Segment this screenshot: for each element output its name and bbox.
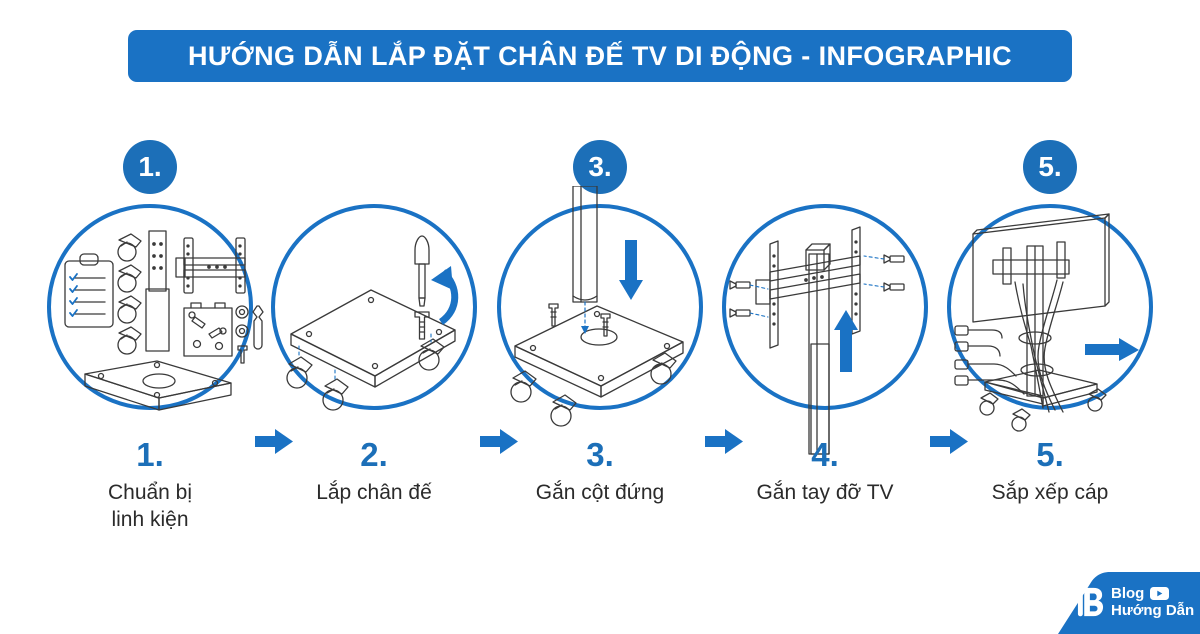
steps-row: 1.: [0, 120, 1200, 460]
youtube-play-icon: [1150, 586, 1170, 600]
connector-arrow-3: [705, 428, 745, 454]
caption-number-3: 3.: [586, 436, 614, 473]
column-insert-illustration: [510, 186, 684, 427]
arrow-right-icon: [480, 429, 518, 454]
b-wrench-logo: [1076, 586, 1104, 617]
caption-number-2: 2.: [360, 436, 388, 473]
caption-text-5: Sắp xếp cáp: [991, 480, 1109, 504]
step-3: 3.: [488, 120, 712, 460]
step-illustration-circle-3: [497, 186, 703, 427]
captions-row: 1. Chuẩn bị linh kiện 2. Lắp chân đế 3. …: [0, 436, 1200, 548]
step-illustration-circle-5: [947, 204, 1153, 432]
curved-arrow-icon: [431, 266, 459, 325]
step-illustration-circle-2: [271, 204, 477, 411]
step-5: 5.: [938, 120, 1162, 460]
arrow-down-icon: [619, 240, 643, 300]
step-1: 1.: [38, 120, 264, 460]
brand-content: Blog Hướng Dẫn: [1072, 584, 1194, 620]
brand-text: Blog Hướng Dẫn: [1111, 585, 1194, 620]
tv-bracket-mount-illustration: [729, 226, 905, 455]
brand-huongdan-label: Hướng Dẫn: [1111, 602, 1195, 619]
caption-number-5: 5.: [1036, 436, 1064, 473]
brand-blog-label: Blog: [1111, 584, 1145, 602]
caption-number-4: 4.: [811, 436, 839, 473]
baseplate-casters-illustration: [286, 235, 459, 411]
connector-arrow-1: [255, 428, 295, 454]
arrow-right-icon: [1085, 338, 1139, 361]
caption-2: 2. Lắp chân đế: [249, 436, 499, 506]
step-badge-3: 3.: [573, 140, 627, 194]
arrow-up-icon: [834, 310, 858, 372]
caption-text-4: Gắn tay đỡ TV: [756, 480, 894, 504]
arrow-right-icon: [255, 429, 293, 454]
caption-text-2: Lắp chân đế: [316, 480, 432, 504]
connector-arrow-4: [930, 428, 970, 454]
page-title: HƯỚNG DẪN LẮP ĐẶT CHÂN ĐẾ TV DI ĐỘNG - I…: [188, 40, 1012, 71]
step-badge-5: 5.: [1023, 140, 1077, 194]
brand-line-1: Blog: [1111, 585, 1194, 602]
arrow-right-icon: [705, 429, 743, 454]
step-4: 4.: [713, 120, 937, 460]
caption-text-3: Gắn cột đứng: [535, 480, 665, 504]
step-badge-1: 1.: [123, 140, 177, 194]
caption-3: 3. Gắn cột đứng: [475, 436, 725, 506]
arrow-right-icon: [930, 429, 968, 454]
step-2: 2.: [262, 120, 486, 460]
cable-management-illustration: [954, 213, 1139, 432]
title-banner: HƯỚNG DẪN LẮP ĐẶT CHÂN ĐẾ TV DI ĐỘNG - I…: [128, 30, 1072, 82]
caption-5: 5. Sắp xếp cáp: [925, 436, 1175, 506]
caption-4: 4. Gắn tay đỡ TV: [700, 436, 950, 506]
brand-badge[interactable]: Blog Hướng Dẫn: [1028, 572, 1200, 634]
caption-text-1: Chuẩn bị linh kiện: [107, 480, 193, 531]
caption-number-1: 1.: [136, 436, 164, 473]
step-illustration-circle-4: [722, 204, 928, 455]
parts-illustration: [64, 230, 264, 411]
connector-arrow-2: [480, 428, 520, 454]
caption-1: 1. Chuẩn bị linh kiện: [25, 436, 275, 533]
step-illustration-circle-1: [47, 204, 264, 411]
